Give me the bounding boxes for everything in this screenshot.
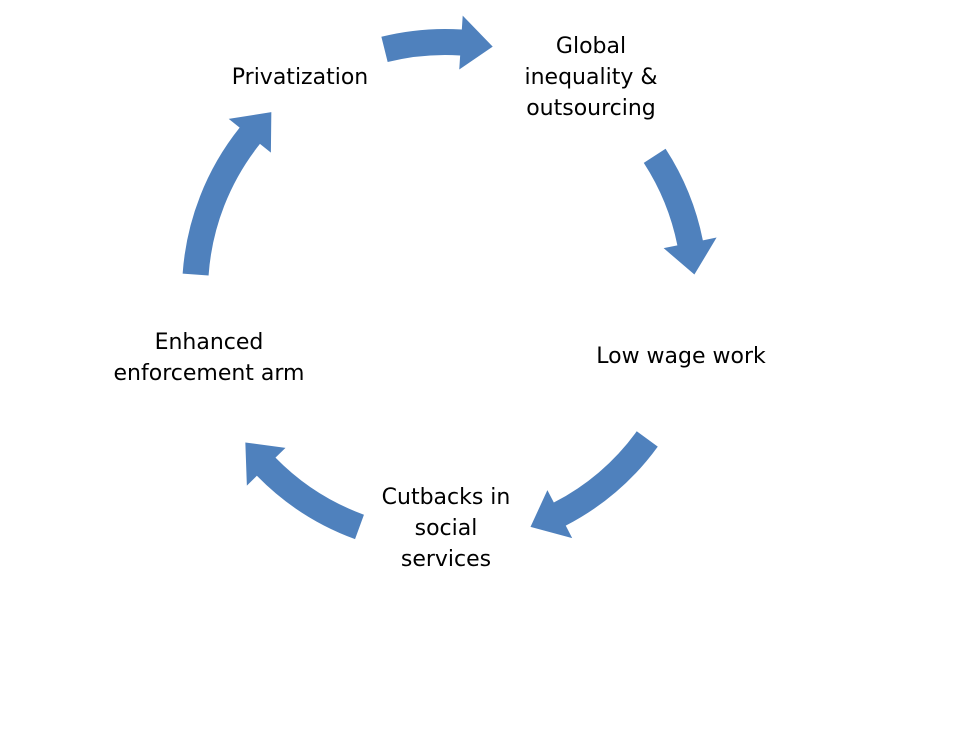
- arrow-to-global-inequality: [381, 15, 493, 70]
- arrow-to-cutbacks: [530, 431, 658, 539]
- arrow-to-low-wage-work: [643, 148, 717, 275]
- arrow-to-privatization: [182, 112, 272, 276]
- arrow-to-enforcement: [245, 442, 364, 540]
- node-privatization: Privatization: [231, 65, 369, 90]
- node-cutbacks-social-services: Cutbacks in social services: [381, 485, 511, 572]
- node-low-wage-work: Low wage work: [596, 344, 766, 369]
- node-global-inequality: Global inequality & outsourcing: [524, 34, 658, 121]
- node-enhanced-enforcement: Enhanced enforcement arm: [113, 330, 305, 386]
